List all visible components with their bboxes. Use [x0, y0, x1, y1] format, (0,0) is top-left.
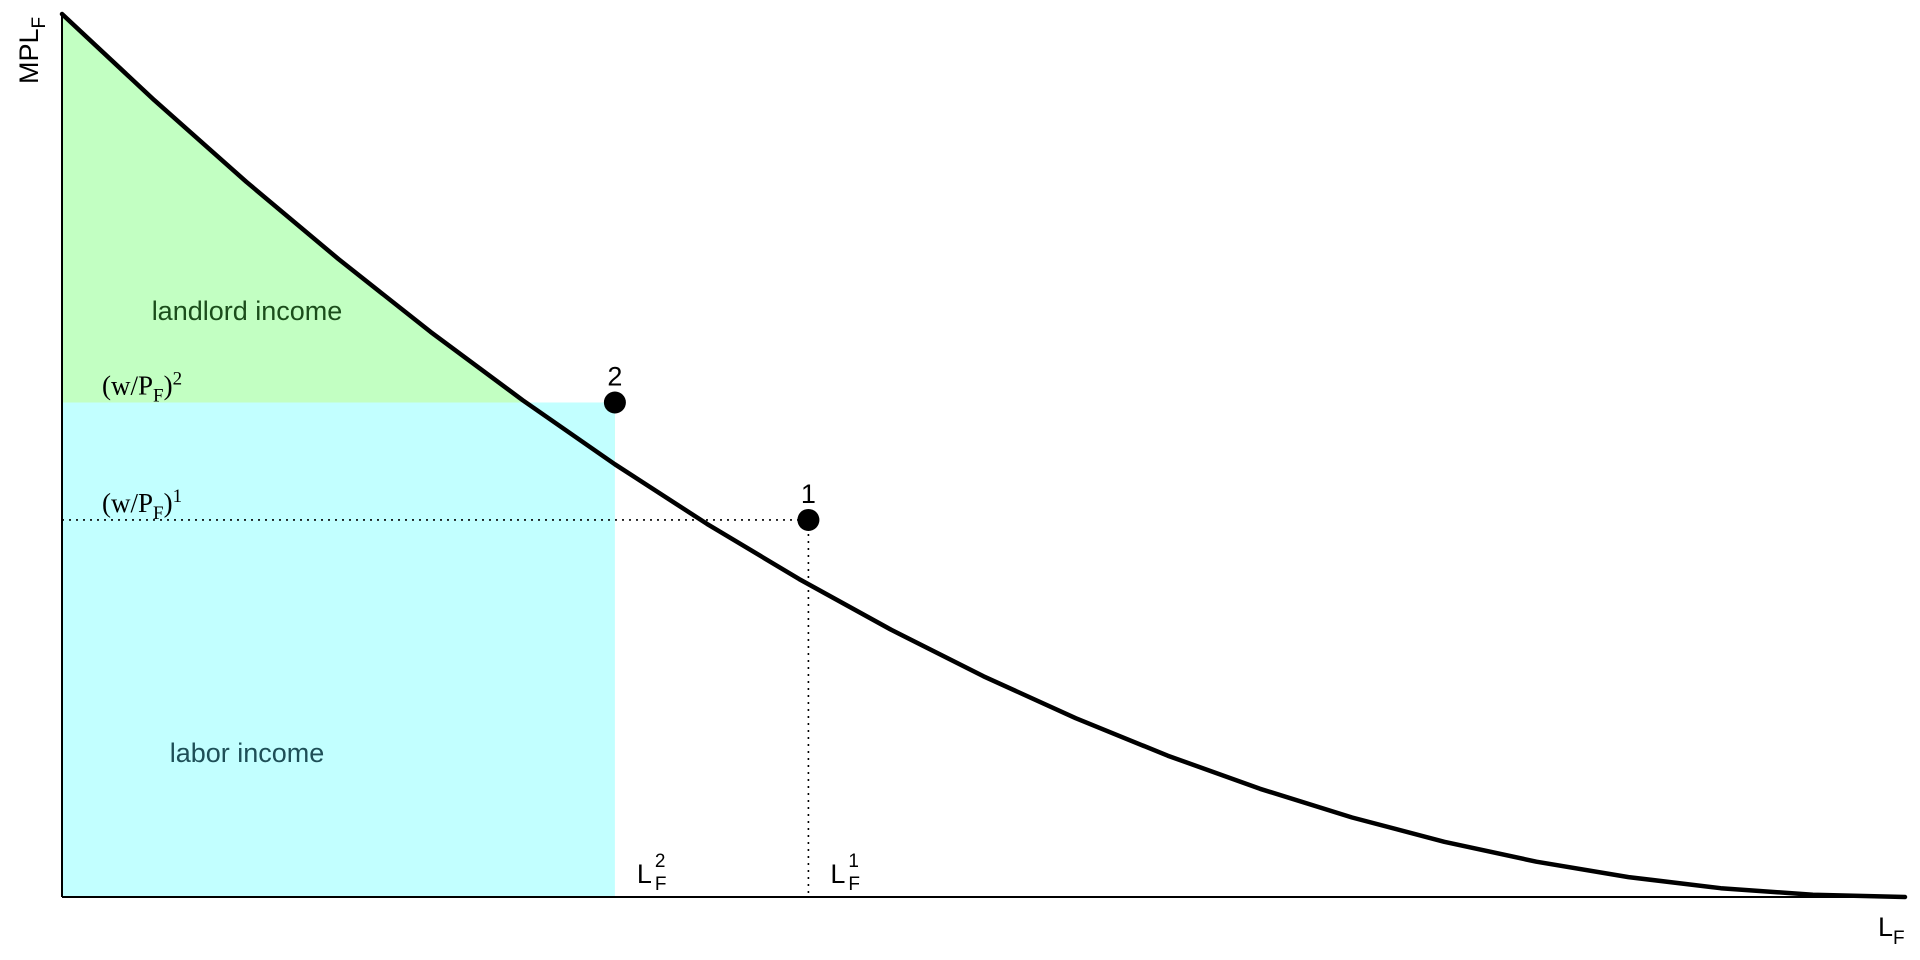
landlord-income-label: landlord income — [152, 296, 343, 326]
equilibrium-point-1 — [797, 508, 820, 531]
curve-group — [59, 11, 1908, 900]
mpl-curve — [59, 11, 1908, 900]
y-axis-label: MPLF — [14, 17, 50, 84]
equilibrium-point-2 — [603, 391, 626, 414]
labor-label-sup-2: 2 — [655, 851, 666, 872]
labor-income-label: labor income — [170, 738, 325, 768]
income-regions — [62, 14, 615, 897]
wage-label-2: (w/PF)2 — [102, 369, 182, 407]
x-axis-label: LF — [1878, 912, 1905, 949]
landlord-income-region — [62, 14, 615, 465]
point-label-2: 2 — [607, 362, 622, 392]
labor-label-2: L — [637, 859, 652, 889]
labor-income-region — [62, 402, 615, 897]
points-group — [603, 391, 820, 531]
wage-label-1: (w/PF)1 — [102, 486, 182, 524]
axes — [61, 12, 1905, 898]
labor-label-1: L — [830, 859, 845, 889]
labor-label-sub-1: F — [848, 874, 860, 895]
labor-label-sub-2: F — [655, 874, 667, 895]
labor-label-sup-1: 1 — [848, 851, 859, 872]
point-label-1: 1 — [801, 479, 816, 509]
